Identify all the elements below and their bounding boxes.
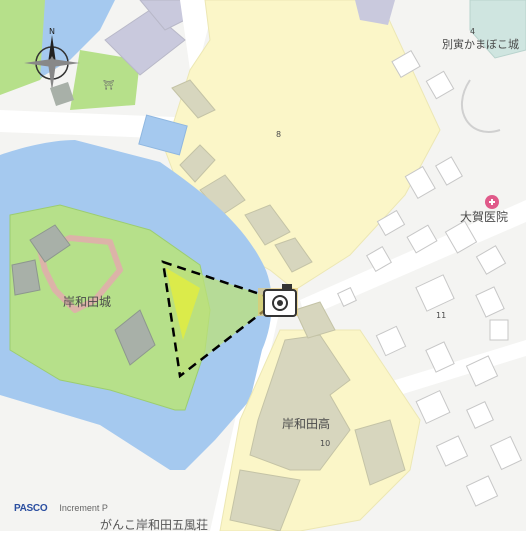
svg-text:N: N — [49, 27, 55, 36]
building-8-1 — [179, 144, 216, 183]
castle-building-3 — [11, 259, 41, 296]
moat-top — [40, 0, 115, 78]
building-8-3 — [244, 204, 291, 246]
castle-building-1 — [29, 224, 71, 263]
label-block-11: 11 — [436, 311, 446, 320]
building-10-right — [354, 419, 406, 486]
camera-icon[interactable] — [258, 284, 298, 317]
credit-pasco: PASCO — [14, 503, 48, 514]
school-grounds-8 — [164, 0, 441, 291]
label-high-school: 岸和田高 — [282, 416, 330, 431]
castle-building-2 — [114, 309, 156, 366]
shrine-icon: ⛩ — [103, 80, 114, 91]
view-cone-outline — [161, 260, 281, 379]
building-10-south — [229, 469, 301, 531]
pool — [138, 114, 188, 156]
residential-buildings — [337, 50, 523, 507]
label-castle: 岸和田城 — [63, 295, 111, 309]
building-ne-1 — [355, 0, 395, 25]
building-8-5 — [171, 79, 216, 119]
building-8-4 — [274, 237, 313, 273]
label-block-4: 4 — [470, 27, 475, 36]
label-block-10: 10 — [320, 439, 330, 448]
north-arrow-compass-icon: N — [24, 27, 80, 91]
label-kamaboko: 別寅かまぼこ城 — [442, 37, 519, 51]
label-hospital: 大賀医院 — [460, 210, 508, 224]
label-bottom-place: がんこ岸和田五風荘 — [100, 518, 209, 532]
hospital-icon — [485, 195, 499, 209]
credit-increment: Increment P — [59, 503, 108, 513]
building-left — [50, 82, 74, 106]
view-cone-highlight — [166, 268, 200, 340]
castle-path — [37, 235, 123, 313]
lane-curve — [460, 79, 501, 133]
label-block-8: 8 — [276, 130, 281, 139]
building-ne-2 — [469, 0, 526, 59]
park-bank — [70, 50, 140, 110]
water-left-edge — [0, 210, 8, 370]
castle-park — [9, 204, 211, 411]
building-10-main — [249, 334, 351, 471]
building-10-top — [294, 301, 336, 339]
map-credits: PASCO Increment P — [14, 503, 108, 514]
